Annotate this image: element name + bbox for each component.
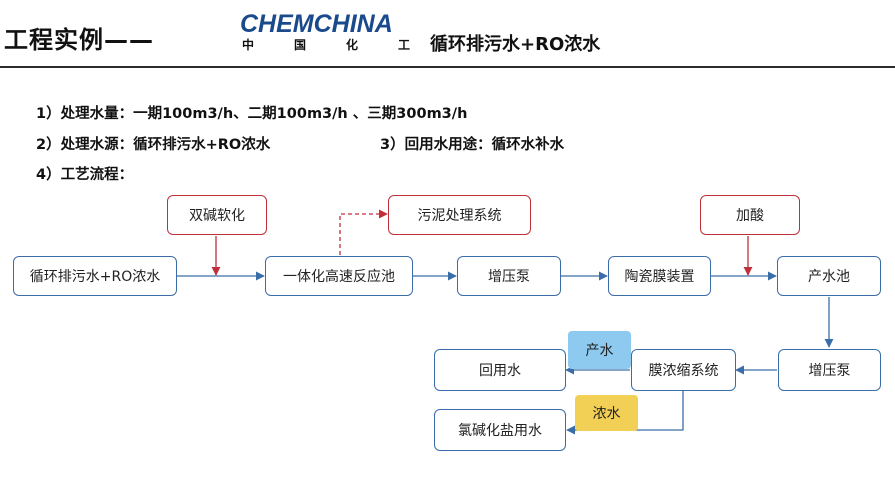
page-title: 工程实例—— — [4, 26, 154, 54]
tag-product-water: 产水 — [568, 331, 631, 369]
tag-concentrate-water: 浓水 — [575, 395, 638, 431]
info-process-flow: 4）工艺流程： — [36, 167, 134, 183]
node-product-tank: 产水池 — [777, 256, 881, 296]
node-ceramic-membrane: 陶瓷膜装置 — [608, 256, 711, 296]
chemchina-logo: CHEMCHINA 中 国 化 工 — [240, 10, 410, 56]
node-source-water: 循环排污水+RO浓水 — [13, 256, 177, 296]
node-chlor-alkali-brine: 氯碱化盐用水 — [434, 409, 566, 451]
node-high-speed-reactor: 一体化高速反应池 — [265, 256, 413, 296]
info-water-source: 2）处理水源：循环排污水+RO浓水 — [36, 137, 271, 153]
logo-chinese-name: 中 国 化 工 — [242, 38, 410, 52]
arrow-reactor-to-sludge — [339, 209, 388, 255]
logo-char: 工 — [397, 38, 410, 52]
header-divider — [0, 66, 895, 68]
info-capacity: 1）处理水量：一期100m3/h、二期100m3/h 、三期300m3/h — [36, 106, 468, 122]
node-booster-pump-2: 增压泵 — [778, 349, 881, 391]
node-reuse-water: 回用水 — [434, 349, 566, 391]
page-subtitle: 循环排污水+RO浓水 — [430, 34, 601, 55]
logo-wordmark: CHEMCHINA — [240, 10, 393, 38]
logo-char: 国 — [293, 38, 306, 52]
logo-char: 化 — [345, 38, 358, 52]
node-booster-pump-1: 增压泵 — [457, 256, 561, 296]
node-dual-alkali-softening: 双碱软化 — [167, 195, 267, 235]
node-sludge-treatment: 污泥处理系统 — [388, 195, 531, 235]
node-membrane-concentrator: 膜浓缩系统 — [631, 349, 736, 391]
node-acid-dosing: 加酸 — [700, 195, 800, 235]
logo-char: 中 — [242, 38, 255, 52]
info-reuse-purpose: 3）回用水用途：循环水补水 — [380, 137, 565, 153]
